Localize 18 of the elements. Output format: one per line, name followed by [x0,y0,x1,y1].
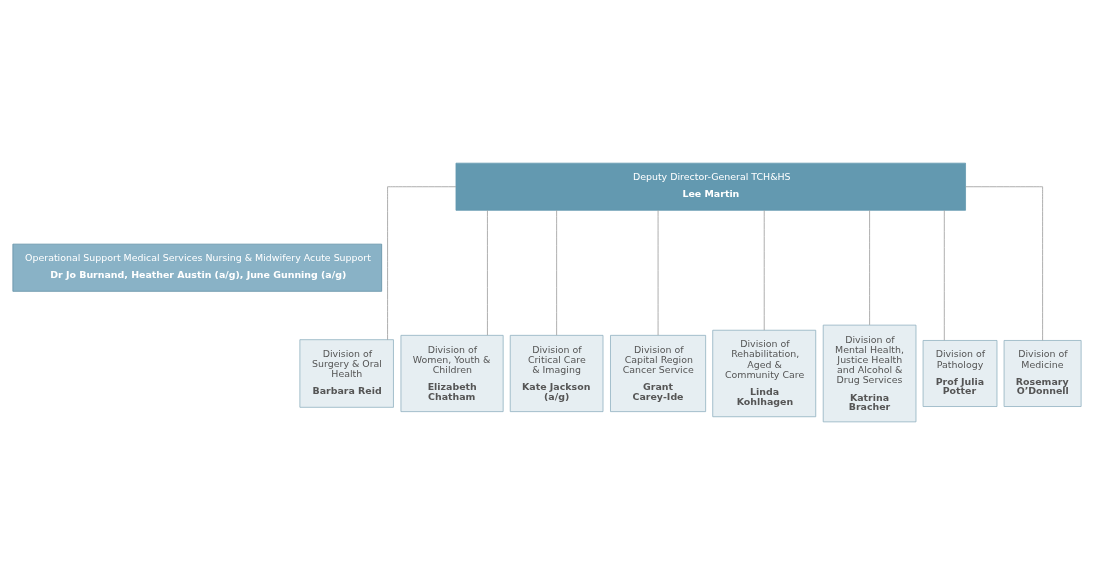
node-box: Division of Medicine Rosemary O’Donnell [1003,340,1082,407]
connector [763,210,765,331]
node-box: Operational Support Medical Services Nursing & Midwifery Acute Support Dr Jo Burnand, Heather Austin (a/g), June Gunning (a/g) [12,243,383,292]
node-box: Division of Women, Youth & Children Elizabeth Chatham [400,334,504,413]
node-box: Division of Mental Health, Justice Health and Alcohol & Drug Services Katrina Bracher [822,324,917,423]
connector [487,210,488,336]
node-box: Division of Pathology Prof Julia Potter [922,340,998,407]
node-box: Division of Capital Region Cancer Service Grant Carey-Ide [610,334,707,413]
node-box: Division of Surgery & Oral Health Barbara Reid [299,339,394,408]
connector [657,210,659,336]
connector [387,186,457,341]
connector [943,210,945,341]
node-box: Deputy Director-General TCH&HS Lee Martin [455,162,966,211]
connector [965,186,1043,341]
connector [556,210,558,336]
connector [869,210,870,326]
node-box: Division of Critical Care & Imaging Kate Jackson (a/g) [509,334,604,413]
node-box: Division of Rehabilitation, Aged & Community Care Linda Kohlhagen [712,329,817,418]
